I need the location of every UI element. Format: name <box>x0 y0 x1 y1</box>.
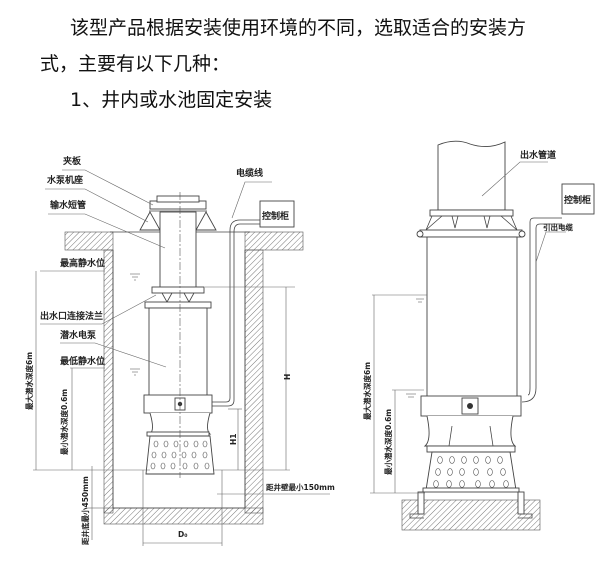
label-cable: 电缆线 <box>236 167 263 179</box>
label-H: H <box>283 374 292 380</box>
left-well-installation-diagram: 控制柜 夹板 水泵机座 输水短管 电缆线 最高静水位 出水口连接法兰 潜水电泵 … <box>24 155 335 546</box>
label-min-depth: 最小潜水深度0.6m <box>59 389 69 455</box>
label-max-depth-right: 最大潜水深度6m <box>362 362 372 420</box>
label-max-depth: 最大潜水深度6m <box>24 352 34 410</box>
label-submersible-pump: 潜水电泵 <box>60 329 97 341</box>
submersible-pump <box>148 307 208 405</box>
short-pipe <box>159 211 197 289</box>
outlet-pipe <box>437 140 506 211</box>
well-wall <box>64 231 304 525</box>
label-control-cabinet-right: 控制柜 <box>564 194 591 206</box>
label-min-static-level: 最低静水位 <box>60 355 105 367</box>
label-H1: H1 <box>229 434 238 446</box>
concrete-foundation <box>401 499 541 531</box>
right-pool-installation-diagram: 出水管道 控制柜 引出电缆 <box>362 140 595 531</box>
intro-paragraph-line-2: 式，主要有以下几种： <box>40 53 231 75</box>
outlet-flange <box>151 286 205 294</box>
control-cabinet-label: 控制柜 <box>262 210 289 222</box>
cable-line <box>212 230 231 403</box>
label-outlet-flange: 出水口连接法兰 <box>40 310 103 322</box>
label-clamp-plate: 夹板 <box>63 155 82 167</box>
intro-paragraph-line-1: 该型产品根据安装使用环境的不同，选取适合的安装方 <box>70 17 527 39</box>
label-bottom-clearance: 距井底最小450mm <box>80 476 90 545</box>
label-outlet-pipe: 出水管道 <box>520 149 556 161</box>
label-pump-base: 水泵机座 <box>47 174 83 186</box>
section-heading: 1、井内或水池固定安装 <box>70 89 273 111</box>
label-D0: D₀ <box>178 530 188 539</box>
lead-cable <box>527 217 562 396</box>
strainer <box>425 451 517 491</box>
label-wall-clearance: 距井壁最小150mm <box>266 482 335 492</box>
pump-body <box>426 236 518 398</box>
label-max-static-level: 最高静水位 <box>60 257 105 269</box>
control-cabinet <box>561 183 595 215</box>
label-lead-cable: 引出电缆 <box>543 222 573 232</box>
control-cabinet <box>259 200 295 228</box>
label-short-pipe: 输水短管 <box>50 199 86 211</box>
label-min-depth-right: 最小潜水深度0.6m <box>383 409 393 475</box>
